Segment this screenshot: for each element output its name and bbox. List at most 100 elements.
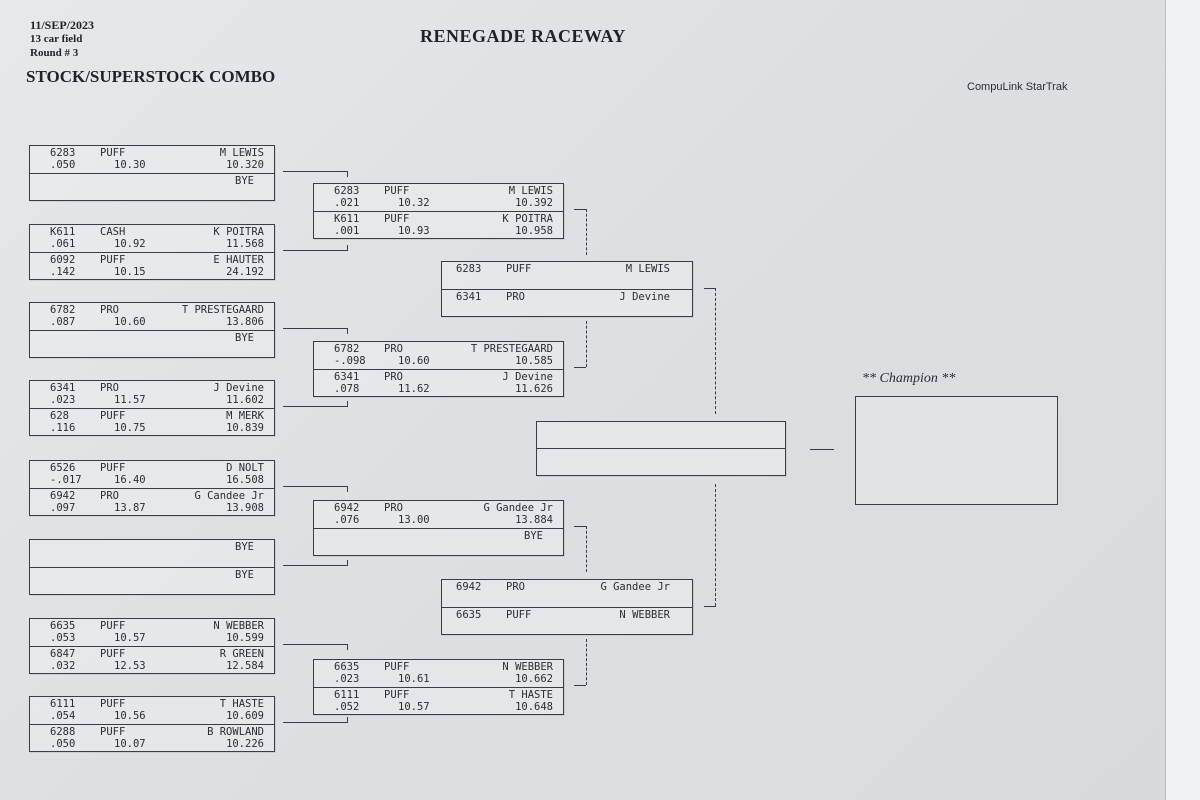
driver-name: G Gandee Jr (600, 581, 670, 593)
bye-label: BYE (235, 175, 254, 187)
bracket-line (283, 644, 347, 645)
car-class: PRO (506, 291, 525, 303)
lane-bottom: BYE (30, 330, 274, 358)
car-class: PUFF (100, 462, 126, 474)
bracket-dashed-line (715, 288, 716, 414)
bracket-dashed-line (715, 484, 716, 606)
bracket-line (574, 685, 586, 686)
final-connector (810, 449, 834, 450)
reaction-time: .001 (334, 225, 360, 237)
bye-label: BYE (235, 541, 254, 553)
dial-in: 10.585 (515, 355, 553, 367)
car-number: 6111 (50, 698, 76, 710)
dial-in: 10.839 (226, 422, 264, 434)
car-number: 6288 (50, 726, 76, 738)
elapsed-time: 10.61 (398, 673, 430, 685)
driver-name: J Devine (502, 371, 553, 383)
bracket-tick (347, 245, 348, 251)
bracket-tick (347, 560, 348, 566)
car-number: 6847 (50, 648, 76, 660)
reaction-time: .076 (334, 514, 360, 526)
dial-in: 10.609 (226, 710, 264, 722)
car-number: 6283 (334, 185, 360, 197)
bracket-tick (347, 644, 348, 650)
dial-in: 11.602 (226, 394, 264, 406)
elapsed-time: 11.57 (114, 394, 146, 406)
slot-line-2: .023 11.57 11.602 (30, 394, 274, 406)
car-number: 6341 (334, 371, 360, 383)
dial-in: 10.648 (515, 701, 553, 713)
matchup-box: BYE BYE (29, 539, 275, 595)
dial-in: 10.226 (226, 738, 264, 750)
driver-name: T PRESTEGAARD (181, 304, 264, 316)
bracket-line (283, 328, 347, 329)
car-class: PUFF (100, 410, 126, 422)
bracket-dashed-line (586, 209, 587, 255)
dial-in: 10.958 (515, 225, 553, 237)
reaction-time: -.098 (334, 355, 366, 367)
bracket-line (283, 486, 347, 487)
dial-in: 10.599 (226, 632, 264, 644)
bracket-line (574, 526, 586, 527)
car-number: 6782 (334, 343, 360, 355)
driver-name: B ROWLAND (207, 726, 264, 738)
dial-in: 10.392 (515, 197, 553, 209)
dial-in: 13.908 (226, 502, 264, 514)
bracket-line (283, 406, 347, 407)
driver-name: G Candee Jr (194, 490, 264, 502)
driver-name: N WEBBER (502, 661, 553, 673)
dial-in: 10.662 (515, 673, 553, 685)
car-class: PUFF (100, 254, 126, 266)
elapsed-time: 10.15 (114, 266, 146, 278)
dial-in: 13.884 (515, 514, 553, 526)
bracket-tick (347, 171, 348, 177)
driver-name: M LEWIS (219, 147, 264, 159)
bracket-line (574, 209, 586, 210)
dial-in: 12.584 (226, 660, 264, 672)
car-number: 6635 (456, 609, 482, 621)
driver-name: M MERK (226, 410, 264, 422)
lane-bottom: BYE (30, 567, 274, 595)
driver-name: K POITRA (502, 213, 553, 225)
driver-name: K POITRA (213, 226, 264, 238)
event-date: 11/SEP/2023 (30, 18, 95, 32)
bracket-dashed-line (586, 321, 587, 367)
elapsed-time: 13.87 (114, 502, 146, 514)
reaction-time: .023 (50, 394, 76, 406)
car-number: 6526 (50, 462, 76, 474)
bracket-line (704, 606, 716, 607)
reaction-time: .078 (334, 383, 360, 395)
car-field-count: 13 car field (30, 33, 83, 45)
elapsed-time: 10.92 (114, 238, 146, 250)
